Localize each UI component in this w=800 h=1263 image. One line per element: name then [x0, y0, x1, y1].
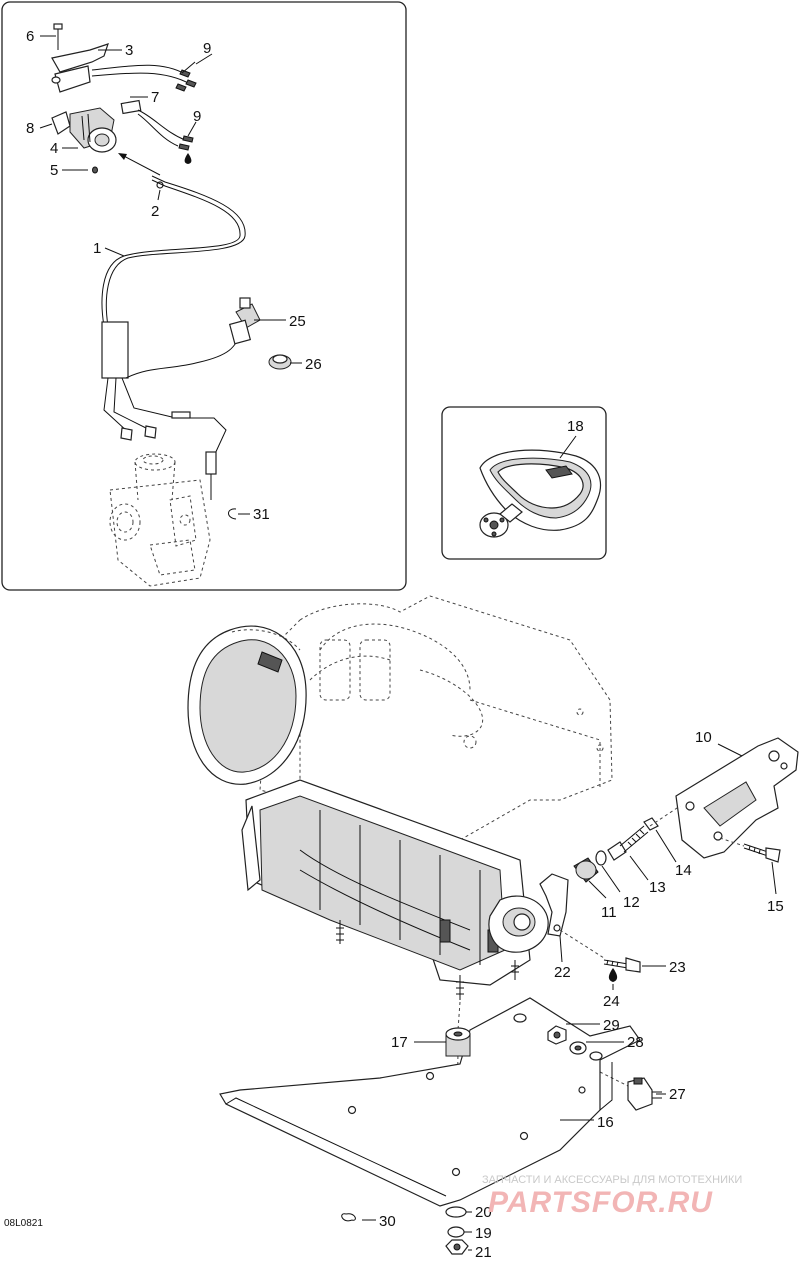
part-30-clip	[341, 1213, 356, 1222]
assembly-arrow	[118, 153, 161, 176]
callout-1: 1	[93, 240, 101, 257]
callout-26: 26	[305, 356, 322, 373]
callout-24: 24	[603, 993, 620, 1010]
part-31-clip	[228, 508, 237, 520]
thread-locker-drop-icon	[608, 968, 618, 982]
engine-assembly: 10 11 12 13 14 15 22 23 24 29 28 17 27 1…	[187, 595, 799, 1261]
part-16-engine-support-plate	[219, 997, 641, 1207]
callout-6: 6	[26, 28, 34, 45]
part-9-terminals-top	[175, 61, 197, 92]
callout-23: 23	[669, 959, 686, 976]
part-17-spacer	[445, 1027, 471, 1057]
callout-2: 2	[151, 203, 159, 220]
callout-7: 7	[151, 89, 159, 106]
callout-22: 22	[554, 964, 571, 981]
diagram-code: 08L0821	[4, 1218, 43, 1229]
watermark: ЗАПЧАСТИ И АКСЕССУАРЫ ДЛЯ МОТОТЕХНИКИ PA…	[482, 1174, 742, 1219]
part-3-throttle-lever	[51, 43, 191, 93]
callout-5: 5	[50, 162, 58, 179]
part-14-nut	[643, 817, 659, 831]
part-4-throttle-housing	[69, 107, 117, 153]
part-13-bolt	[607, 825, 649, 861]
part-18-pull-handle	[479, 449, 602, 538]
callout-25: 25	[289, 313, 306, 330]
part-23-bolt	[603, 957, 641, 973]
callout-21: 21	[475, 1244, 492, 1261]
callout-30: 30	[379, 1213, 396, 1230]
part-10-mounting-plate	[675, 737, 799, 859]
callout-8: 8	[26, 120, 34, 137]
throttle-inset-panel: 6 3 9 7 9 8 4 5 2 1 25 26 31	[1, 1, 407, 591]
part-1-throttle-cable	[101, 175, 246, 500]
callout-15: 15	[767, 898, 784, 915]
callout-9-top: 9	[203, 40, 211, 57]
part-12-washer	[595, 850, 607, 866]
callout-9-bottom: 9	[193, 108, 201, 125]
callout-18: 18	[567, 418, 584, 435]
leader-18	[559, 435, 577, 459]
callout-20: 20	[475, 1204, 492, 1221]
watermark-subtitle: ЗАПЧАСТИ И АКСЕССУАРЫ ДЛЯ МОТОТЕХНИКИ	[482, 1174, 742, 1186]
part-27-rubber-buffer	[627, 1077, 662, 1111]
callout-10: 10	[695, 729, 712, 746]
callout-17: 17	[391, 1034, 408, 1051]
callout-29: 29	[603, 1017, 620, 1034]
callout-19: 19	[475, 1225, 492, 1242]
callout-3: 3	[125, 42, 133, 59]
part-11-rubber-mount	[573, 857, 599, 883]
part-7-switch	[120, 99, 194, 151]
part-5-nut	[92, 166, 98, 174]
callout-28: 28	[627, 1034, 644, 1051]
watermark-logo: PARTSFOR.RU	[488, 1186, 713, 1219]
callout-4: 4	[50, 140, 58, 157]
engine-crankcase	[241, 779, 549, 1000]
callout-31: 31	[253, 506, 270, 523]
inset-leader-lines	[39, 35, 302, 515]
part-19-lock-washer	[447, 1226, 465, 1238]
callout-11: 11	[601, 904, 617, 921]
part-15-bolt	[743, 843, 781, 863]
part-26-grommet	[268, 354, 292, 370]
lubricant-drop-icon	[184, 153, 192, 164]
main-leader-lines	[362, 743, 777, 1251]
part-21-nut	[445, 1239, 469, 1255]
callout-16: 16	[597, 1114, 614, 1131]
part-29-nut	[547, 1025, 567, 1045]
recoil-starter-housing	[187, 625, 307, 785]
part-28-washer	[569, 1041, 587, 1055]
callout-13: 13	[649, 879, 666, 896]
carburetor	[109, 453, 211, 587]
handle-inset-panel: 18	[441, 406, 607, 560]
part-6-screw	[53, 23, 63, 50]
callout-14: 14	[675, 862, 692, 879]
callout-27: 27	[669, 1086, 686, 1103]
part-20-washer	[445, 1206, 467, 1218]
callout-12: 12	[623, 894, 640, 911]
